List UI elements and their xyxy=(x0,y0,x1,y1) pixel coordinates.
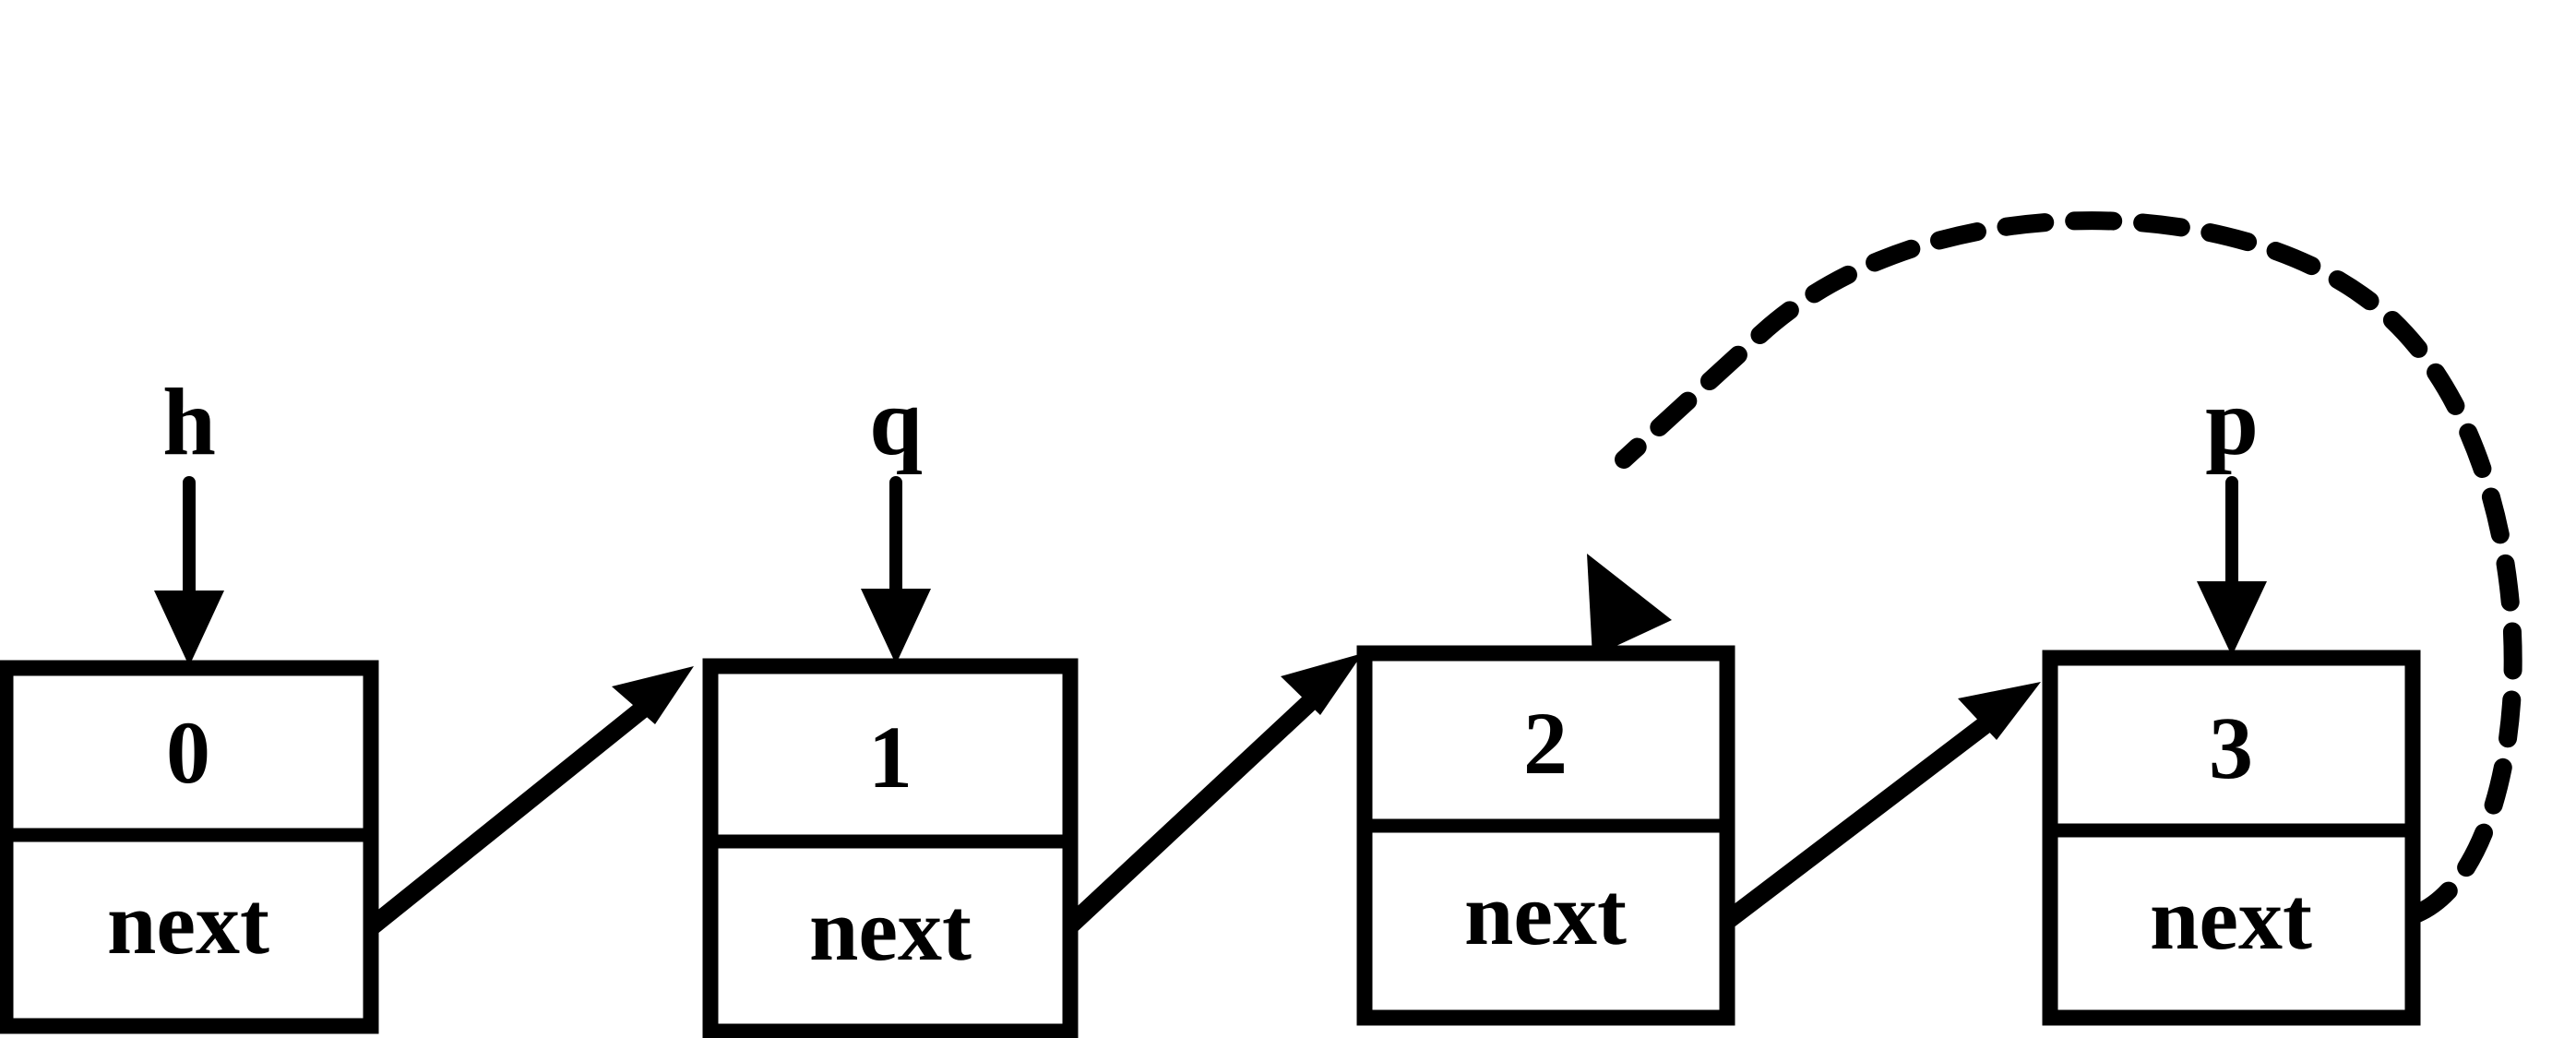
link-node1-to-node2-arrowhead xyxy=(1281,653,1363,715)
link-node1-to-node2-shaft xyxy=(1064,679,1333,933)
link-node3-to-node2-dashed-curve xyxy=(1615,211,2522,923)
pointer-q[interactable]: q xyxy=(861,369,931,664)
node-0[interactable]: 0 next xyxy=(0,660,379,1034)
link-node0-to-node1-shaft xyxy=(364,690,663,935)
link-node2-to-node3-shaft xyxy=(1721,703,2010,928)
link-node0-to-node1-arrowhead xyxy=(612,666,694,724)
node-2-next-label: next xyxy=(1464,865,1627,963)
pointer-p[interactable]: p xyxy=(2197,369,2267,656)
link-node0-to-node1[interactable] xyxy=(364,666,694,935)
link-node3-to-node2-arrowhead xyxy=(1587,554,1672,657)
node-2-box xyxy=(1356,645,1735,1026)
pointer-h[interactable]: h xyxy=(154,369,224,666)
node-3-next-label: next xyxy=(2150,869,2312,968)
pointer-p-arrowhead xyxy=(2197,581,2267,656)
pointer-q-label: q xyxy=(869,369,923,475)
node-2-value: 2 xyxy=(1523,694,1568,793)
node-3-box xyxy=(2042,650,2421,1026)
link-node2-to-node3-arrowhead xyxy=(1958,682,2041,740)
node-1-next-label: next xyxy=(809,880,972,979)
node-0-next-label: next xyxy=(107,874,269,972)
pointer-p-label: p xyxy=(2205,369,2259,475)
node-2[interactable]: 2 next xyxy=(1356,645,1735,1026)
node-1[interactable]: 1 next xyxy=(702,658,1079,1038)
link-node1-to-node2[interactable] xyxy=(1064,653,1363,933)
link-node2-to-node3[interactable] xyxy=(1721,682,2041,928)
node-1-box xyxy=(702,658,1079,1038)
link-node3-to-node2-dashed[interactable] xyxy=(1587,211,2522,923)
node-0-box xyxy=(0,660,379,1034)
pointer-h-arrowhead xyxy=(154,591,224,666)
pointer-h-label: h xyxy=(162,369,216,475)
pointer-q-arrowhead xyxy=(861,589,931,664)
node-3-value: 3 xyxy=(2209,698,2253,797)
node-1-value: 1 xyxy=(868,708,912,806)
node-3[interactable]: 3 next xyxy=(2042,650,2421,1026)
node-0-value: 0 xyxy=(166,703,210,802)
